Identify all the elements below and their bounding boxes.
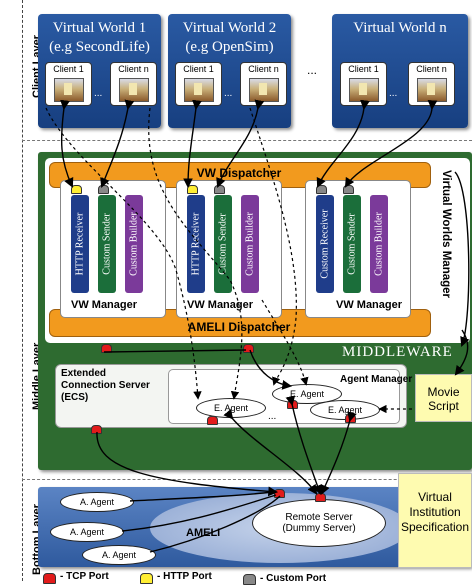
- client-ellipsis: ...: [94, 88, 103, 99]
- vw2-client-1: Client 1: [175, 62, 222, 106]
- vw-ellipsis: ...: [307, 63, 318, 77]
- a-agent-3: A. Agent: [82, 545, 156, 565]
- legend-tcp-icon: [43, 573, 56, 584]
- layer-axis: [22, 0, 23, 581]
- client-label: Client n: [248, 64, 279, 74]
- legend-http: - HTTP Port: [157, 571, 212, 582]
- vw-manager-label: VW Manager: [187, 299, 254, 311]
- virtual-world-2: Virtual World 2 (e.g OpenSim) Client 1 .…: [168, 14, 291, 128]
- client-label: Client n: [416, 64, 447, 74]
- http-receiver: HTTP Receiver: [187, 195, 205, 293]
- ecs-label-line1: Extended: [61, 368, 107, 379]
- client-label: Client 1: [183, 64, 214, 74]
- vw2-subtitle: (e.g OpenSim): [185, 39, 274, 55]
- movie-script-line2: Script: [428, 399, 459, 413]
- http-receiver: HTTP Receiver: [71, 195, 89, 293]
- vwn-client-1: Client 1: [340, 62, 387, 106]
- vw2-client-n: Client n: [240, 62, 287, 106]
- tcp-port-icon: [243, 344, 254, 353]
- remote-server: Remote Server(Dummy Server): [252, 499, 386, 547]
- vis-note: Virtual Institution Specification: [398, 473, 472, 568]
- virtual-worlds-manager-label: Virtual Worlds Manager: [440, 170, 452, 299]
- vw-manager-label: VW Manager: [336, 299, 403, 311]
- vw1-title: Virtual World 1: [52, 20, 147, 36]
- custom-receiver: Custom Receiver: [316, 195, 334, 293]
- agent-manager-label: Agent Manager: [340, 374, 413, 385]
- remote-server-line2: (Dummy Server): [282, 523, 356, 534]
- vw-manager-n: Custom Receiver Custom Sender Custom Bui…: [305, 180, 411, 318]
- custom-builder: Custom Builder: [125, 195, 143, 293]
- virtual-world-1: Virtual World 1 (e.g SecondLife) Client …: [38, 14, 161, 128]
- custom-builder: Custom Builder: [370, 195, 388, 293]
- legend-custom: - Custom Port: [260, 573, 327, 584]
- vis-line2: Institution: [409, 505, 461, 519]
- client-screenshot: [349, 78, 379, 102]
- legend-tcp: - TCP Port: [60, 571, 109, 582]
- vw2-title: Virtual World 2: [182, 20, 277, 36]
- vwn-title: Virtual World n: [353, 20, 447, 36]
- client-label: Client 1: [53, 64, 84, 74]
- vw-manager-1: HTTP Receiver Custom Sender Custom Build…: [60, 180, 166, 318]
- client-screenshot: [54, 78, 84, 102]
- middleware-label: MIDDLEWARE: [342, 344, 453, 360]
- vw1-client-n: Client n: [110, 62, 157, 106]
- client-screenshot: [119, 78, 149, 102]
- client-ellipsis: ...: [224, 88, 233, 99]
- vw-manager-label: VW Manager: [71, 299, 138, 311]
- custom-sender: Custom Sender: [343, 195, 361, 293]
- ecs-label: Extended Connection Server (ECS): [61, 368, 150, 404]
- custom-sender: Custom Sender: [98, 195, 116, 293]
- client-label: Client 1: [348, 64, 379, 74]
- http-port-icon: [71, 185, 82, 194]
- ecs-label-line2: Connection Server: [61, 380, 150, 391]
- ameli-label: AMELI: [186, 527, 221, 539]
- movie-script-line1: Movie: [427, 385, 460, 399]
- vis-line1: Virtual: [418, 490, 452, 504]
- ameli-dispatcher-label: AMELI Dispatcher: [187, 320, 291, 334]
- vw-manager-2: HTTP Receiver Custom Sender Custom Build…: [176, 180, 282, 318]
- client-ellipsis: ...: [389, 88, 398, 99]
- tcp-port-icon: [207, 416, 218, 425]
- vw1-subtitle: (e.g SecondLife): [49, 39, 150, 55]
- client-screenshot: [249, 78, 279, 102]
- a-agent-2: A. Agent: [50, 522, 124, 542]
- a-agent-1: A. Agent: [60, 492, 134, 512]
- client-label: Client n: [118, 64, 149, 74]
- client-screenshot: [417, 78, 447, 102]
- legend-custom-icon: [243, 574, 256, 585]
- custom-sender: Custom Sender: [214, 195, 232, 293]
- vis-line3: Specification: [400, 520, 470, 534]
- ecs-label-line3: (ECS): [61, 392, 89, 403]
- custom-builder: Custom Builder: [241, 195, 259, 293]
- legend-http-icon: [140, 573, 153, 584]
- remote-server-line1: Remote Server: [285, 512, 353, 523]
